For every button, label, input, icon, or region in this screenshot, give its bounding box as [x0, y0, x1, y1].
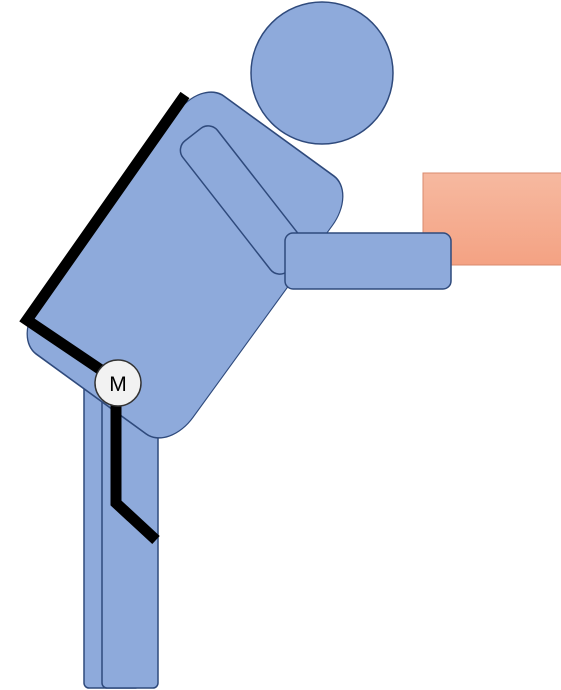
- exoskeleton-thigh-strut: [110, 384, 160, 545]
- head: [250, 1, 394, 145]
- forearm: [284, 232, 452, 290]
- motor-label: M: [109, 373, 127, 396]
- exoskeleton-back-frame: [19, 91, 190, 383]
- hip-motor: M: [94, 359, 142, 407]
- motor-circle: [94, 359, 142, 407]
